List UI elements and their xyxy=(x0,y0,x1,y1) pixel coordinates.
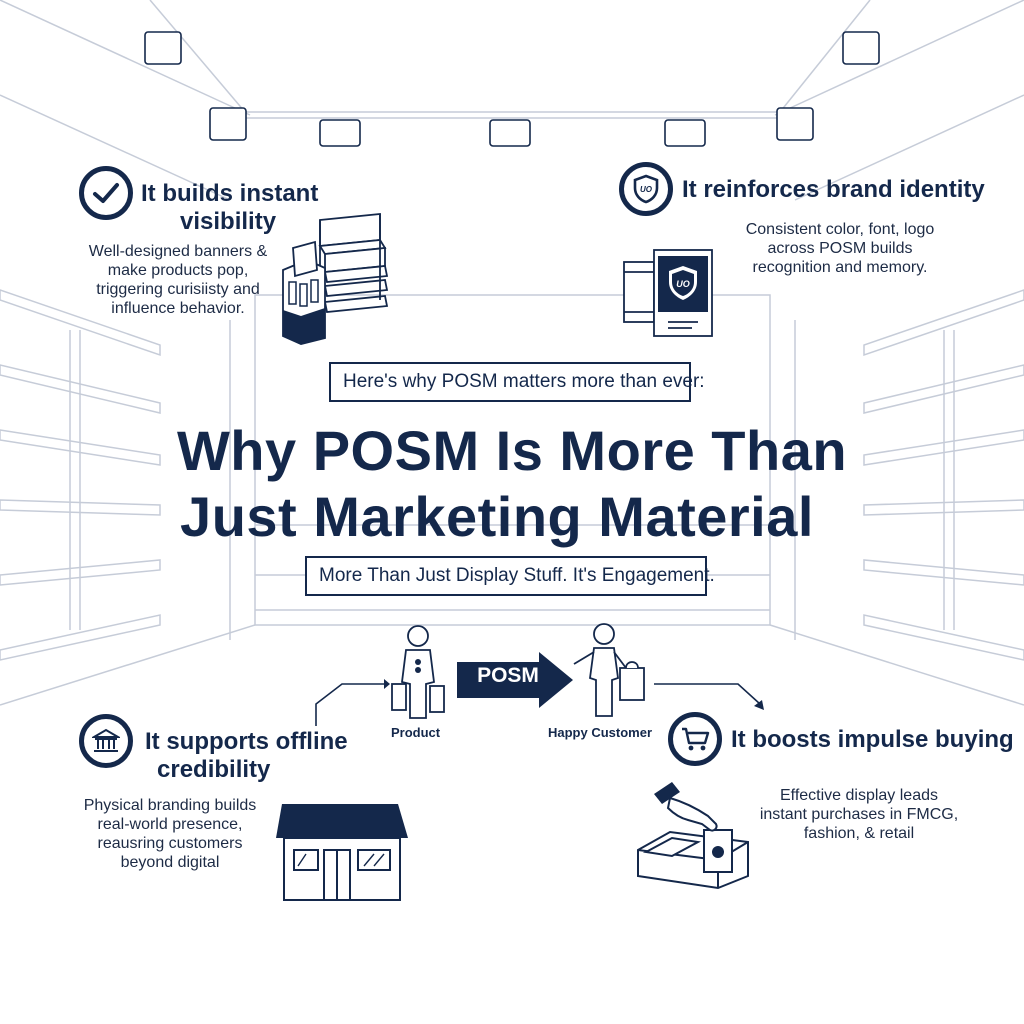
bank-badge xyxy=(79,714,133,768)
brand-body: Consistent color, font, logo across POSM… xyxy=(730,220,950,277)
visibility-body-line: Well-designed banners & xyxy=(88,243,268,260)
credibility-body-line: Physical branding builds xyxy=(83,797,257,814)
brand-body-line: across POSM builds xyxy=(767,240,913,257)
store-icon xyxy=(276,804,408,901)
impulse-body-line: Effective display leads xyxy=(779,787,938,804)
shield-icon: UO xyxy=(633,174,659,204)
flow-connector-right xyxy=(654,683,764,710)
title-line-1: Why POSM Is More Than xyxy=(176,419,848,482)
brand-heading: It reinforces brand identity xyxy=(682,176,985,203)
subtitle-box: More Than Just Display Stuff. It's Engag… xyxy=(305,556,715,596)
posm-arrow xyxy=(457,652,573,708)
visibility-body-line: influence behavior. xyxy=(111,300,245,317)
impulse-heading: It boosts impulse buying xyxy=(731,726,1014,753)
visibility-heading-line2: visibility xyxy=(180,208,277,235)
page-title: Why POSM Is More Than Just Marketing Mat… xyxy=(0,418,1024,550)
visibility-body-line: make products pop, xyxy=(107,262,249,279)
flow-connector-left xyxy=(315,679,390,726)
impulse-body-line: instant purchases in FMCG, xyxy=(759,806,959,823)
shopper-icon xyxy=(391,625,445,719)
product-label: Product xyxy=(391,725,441,740)
visibility-body-line: triggering curisiisty and xyxy=(96,281,260,298)
visibility-body: Well-designed banners & make products po… xyxy=(78,242,278,318)
bank-icon xyxy=(92,728,120,752)
credibility-heading-line1: It supports offline xyxy=(145,728,348,755)
credibility-body: Physical branding builds real-world pres… xyxy=(70,796,270,872)
shelf-display-icon xyxy=(282,213,389,345)
title-line-2: Just Marketing Material xyxy=(180,485,814,548)
check-badge xyxy=(79,166,133,220)
happy-customer-icon xyxy=(573,623,645,717)
card-logo-text: UO xyxy=(676,279,690,289)
visibility-heading-line1: It builds instant xyxy=(141,180,319,207)
cart-badge xyxy=(668,712,722,766)
shield-badge: UO xyxy=(619,162,673,216)
brand-body-line: recognition and memory. xyxy=(752,259,928,276)
credibility-heading: It supports offline credibility xyxy=(145,728,375,784)
credibility-body-line: real-world presence, xyxy=(97,816,243,833)
checkout-hand-icon xyxy=(637,782,749,890)
shield-logo-text: UO xyxy=(640,185,653,194)
happy-customer-label: Happy Customer xyxy=(548,725,653,740)
impulse-body-line: fashion, & retail xyxy=(803,825,915,842)
credibility-heading-line2: credibility xyxy=(157,756,271,783)
credibility-body-line: reausring customers xyxy=(97,835,243,852)
posm-arrow-label: POSM xyxy=(477,664,539,687)
credibility-body-line: beyond digital xyxy=(120,854,220,871)
visibility-heading: It builds instant visibility xyxy=(141,180,351,236)
intro-box: Here's why POSM matters more than ever: xyxy=(329,362,705,402)
impulse-body: Effective display leads instant purchase… xyxy=(748,786,970,843)
brand-card-icon: UO xyxy=(623,249,713,337)
cart-icon xyxy=(682,727,710,751)
check-icon xyxy=(93,183,119,203)
brand-body-line: Consistent color, font, logo xyxy=(745,221,935,238)
